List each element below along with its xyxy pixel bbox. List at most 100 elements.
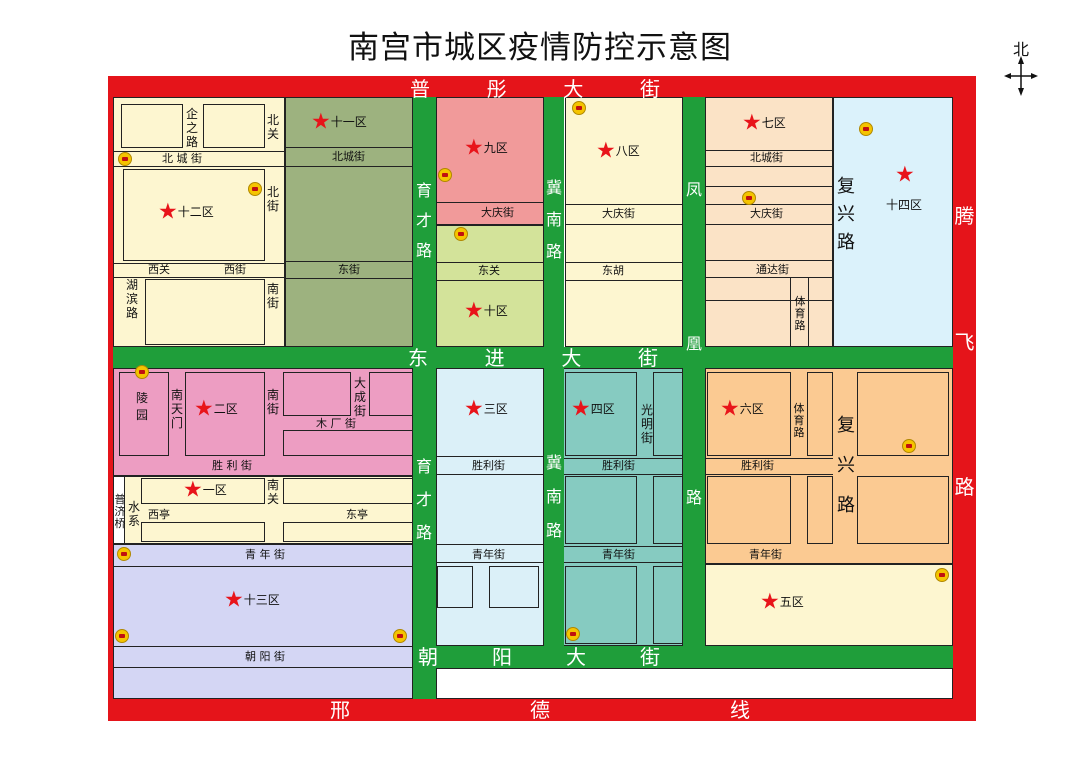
zone-name: 十一区 — [330, 115, 367, 129]
zone-7-area — [705, 97, 833, 347]
star-icon: ★ — [183, 477, 203, 503]
road-char: 德 — [530, 698, 550, 722]
east-road-char: 飞 — [954, 330, 975, 354]
zone-9-label: ★九区 — [464, 137, 508, 159]
street-shengli-6: 胜利街 — [741, 459, 774, 472]
lane — [705, 300, 833, 301]
zone-5-label: ★五区 — [760, 589, 804, 615]
dongjin-road-label: 东 进 大 街 — [408, 348, 658, 368]
street-qizhilu: 企之路 — [185, 107, 198, 149]
lane — [563, 474, 683, 475]
checkpoint-car-icon — [117, 547, 131, 561]
lane — [113, 277, 285, 278]
street-shuixi: 水系 — [127, 500, 140, 528]
lane — [565, 280, 683, 281]
building — [145, 279, 265, 345]
checkpoint-car-icon — [935, 568, 949, 582]
compass-arrows-icon — [1004, 56, 1038, 96]
lane — [285, 278, 413, 279]
building — [113, 476, 125, 544]
road-char: 大 — [561, 346, 582, 370]
checkpoint-car-icon — [859, 122, 873, 136]
street-daqing-9: 大庆街 — [481, 206, 514, 219]
fenghuang-road-char: 路 — [685, 488, 702, 507]
street-shengli-3: 胜利街 — [472, 459, 505, 472]
street-beiguan: 北关 — [266, 113, 279, 141]
street-dongguan: 东关 — [478, 264, 500, 277]
street-dongting: 东亭 — [346, 508, 368, 521]
street-beijie: 北街 — [266, 185, 279, 213]
road-char: 邢 — [330, 698, 350, 722]
zone-13-area — [113, 544, 413, 699]
road-char: 普 — [410, 77, 430, 101]
lane — [436, 202, 544, 203]
lane — [705, 166, 833, 167]
zone-name: 一区 — [202, 483, 227, 497]
building — [203, 104, 265, 148]
star-icon: ★ — [742, 110, 762, 136]
zone-14-star: ★ — [895, 164, 915, 186]
fenghuang-road — [683, 97, 705, 646]
star-icon: ★ — [596, 138, 616, 164]
checkpoint-car-icon — [135, 365, 149, 379]
building — [283, 372, 351, 416]
street-beicheng-west: 北 城 街 — [162, 152, 202, 165]
checkpoint-car-icon — [438, 168, 452, 182]
building — [653, 566, 683, 644]
street-qingnian-west: 青 年 街 — [245, 548, 285, 561]
building — [437, 566, 473, 608]
lane — [565, 224, 683, 225]
building — [707, 476, 791, 544]
yucai-road-label-north: 育才路 — [415, 181, 432, 260]
zone-name: 九区 — [483, 141, 508, 155]
road-char: 阳 — [492, 645, 512, 669]
chaoyang-avenue — [413, 646, 953, 668]
zone-name: 十区 — [483, 304, 508, 318]
street-tiyulu-7: 体育路 — [794, 295, 806, 332]
lane — [113, 566, 413, 567]
street-daqing-8: 大庆街 — [602, 207, 635, 220]
road-char: 大 — [563, 77, 584, 101]
star-icon: ★ — [720, 396, 740, 422]
lane — [285, 261, 413, 262]
lane — [113, 667, 413, 668]
south-strip — [436, 668, 953, 699]
yucai-road — [413, 97, 436, 699]
star-icon: ★ — [158, 199, 178, 225]
lane — [436, 456, 544, 457]
star-icon: ★ — [194, 396, 214, 422]
checkpoint-car-icon — [118, 152, 132, 166]
checkpoint-car-icon — [393, 629, 407, 643]
street-beicheng-11: 北城街 — [332, 150, 365, 163]
lane — [705, 150, 833, 151]
fuxing-road-label-south: 复兴路 — [837, 415, 855, 516]
lane — [705, 186, 833, 187]
street-lingyuan: 陵园 — [135, 391, 148, 422]
street-qingnian-3: 青年街 — [472, 548, 505, 561]
street-dongjie-11: 东街 — [338, 263, 360, 276]
zone-8-area — [565, 97, 683, 347]
building — [141, 522, 265, 542]
lane — [285, 166, 413, 167]
star-icon: ★ — [760, 589, 780, 615]
checkpoint-car-icon — [902, 439, 916, 453]
lane — [285, 147, 413, 148]
lane — [563, 458, 683, 459]
fenghuang-road-char: 凤 — [685, 180, 702, 199]
checkpoint-car-icon — [454, 227, 468, 241]
zone-3-label: ★三区 — [464, 396, 508, 422]
star-icon: ★ — [464, 298, 484, 324]
star-icon: ★ — [464, 396, 484, 422]
zone-14-label: 十四区 — [886, 198, 923, 212]
zone-name: 十二区 — [177, 205, 214, 219]
building — [185, 372, 265, 456]
zone-name: 四区 — [590, 402, 615, 416]
building — [565, 372, 637, 456]
road-char: 街 — [639, 77, 660, 101]
building — [121, 104, 183, 148]
star-icon: ★ — [224, 587, 244, 613]
zone-12-label: ★十二区 — [158, 199, 214, 225]
road-char: 街 — [637, 346, 658, 370]
jinan-road — [544, 97, 564, 646]
lane — [563, 546, 683, 547]
